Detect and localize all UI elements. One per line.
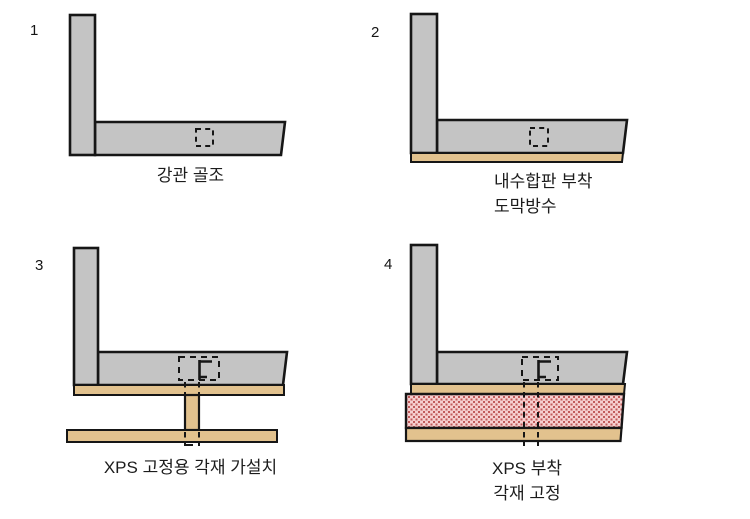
caption-line: 각재 고정	[493, 484, 561, 503]
steel-column	[72, 246, 100, 387]
lumber-board	[66, 429, 278, 443]
panel-2-diagram	[409, 12, 629, 163]
plywood-layer	[410, 383, 627, 395]
plywood-layer	[410, 152, 625, 163]
lumber-strut	[183, 393, 201, 432]
fastener-dashed-outline	[521, 356, 559, 381]
steel-beam	[435, 350, 629, 386]
steel-beam	[435, 118, 629, 155]
panel-3-diagram	[66, 246, 289, 446]
steel-beam	[93, 120, 287, 157]
panel-3-caption: XPS 고정용 각재 가설치	[63, 455, 318, 480]
panel-4-number: 4	[384, 256, 393, 273]
plywood-layer	[73, 384, 285, 396]
panel-2-caption: 내수합판 부착 도막방수	[494, 169, 593, 219]
fastener-dashed-outline	[195, 128, 214, 147]
panel-4-diagram	[404, 243, 629, 446]
lumber-board	[404, 426, 623, 443]
steel-column	[409, 12, 439, 155]
fastener-bracket	[537, 360, 551, 380]
xps-layer	[404, 392, 626, 430]
caption-line: XPS 고정용 각재 가설치	[103, 458, 278, 477]
caption-line: XPS 부착	[491, 459, 563, 478]
caption-line: 내수합판 부착	[494, 172, 593, 191]
caption-line: 강관 골조	[156, 166, 225, 185]
caption-line: 도막방수	[494, 197, 557, 216]
panel-4-caption: XPS 부착 각재 고정	[427, 456, 627, 506]
panel-1-number: 1	[30, 22, 39, 39]
fastener-bracket	[198, 360, 212, 380]
steel-column	[409, 243, 439, 386]
panel-2-number: 2	[371, 24, 380, 41]
steel-column	[68, 13, 97, 157]
panel-1-diagram	[68, 13, 287, 157]
panel-1-caption: 강관 골조	[88, 163, 293, 188]
panel-3-number: 3	[35, 257, 44, 274]
